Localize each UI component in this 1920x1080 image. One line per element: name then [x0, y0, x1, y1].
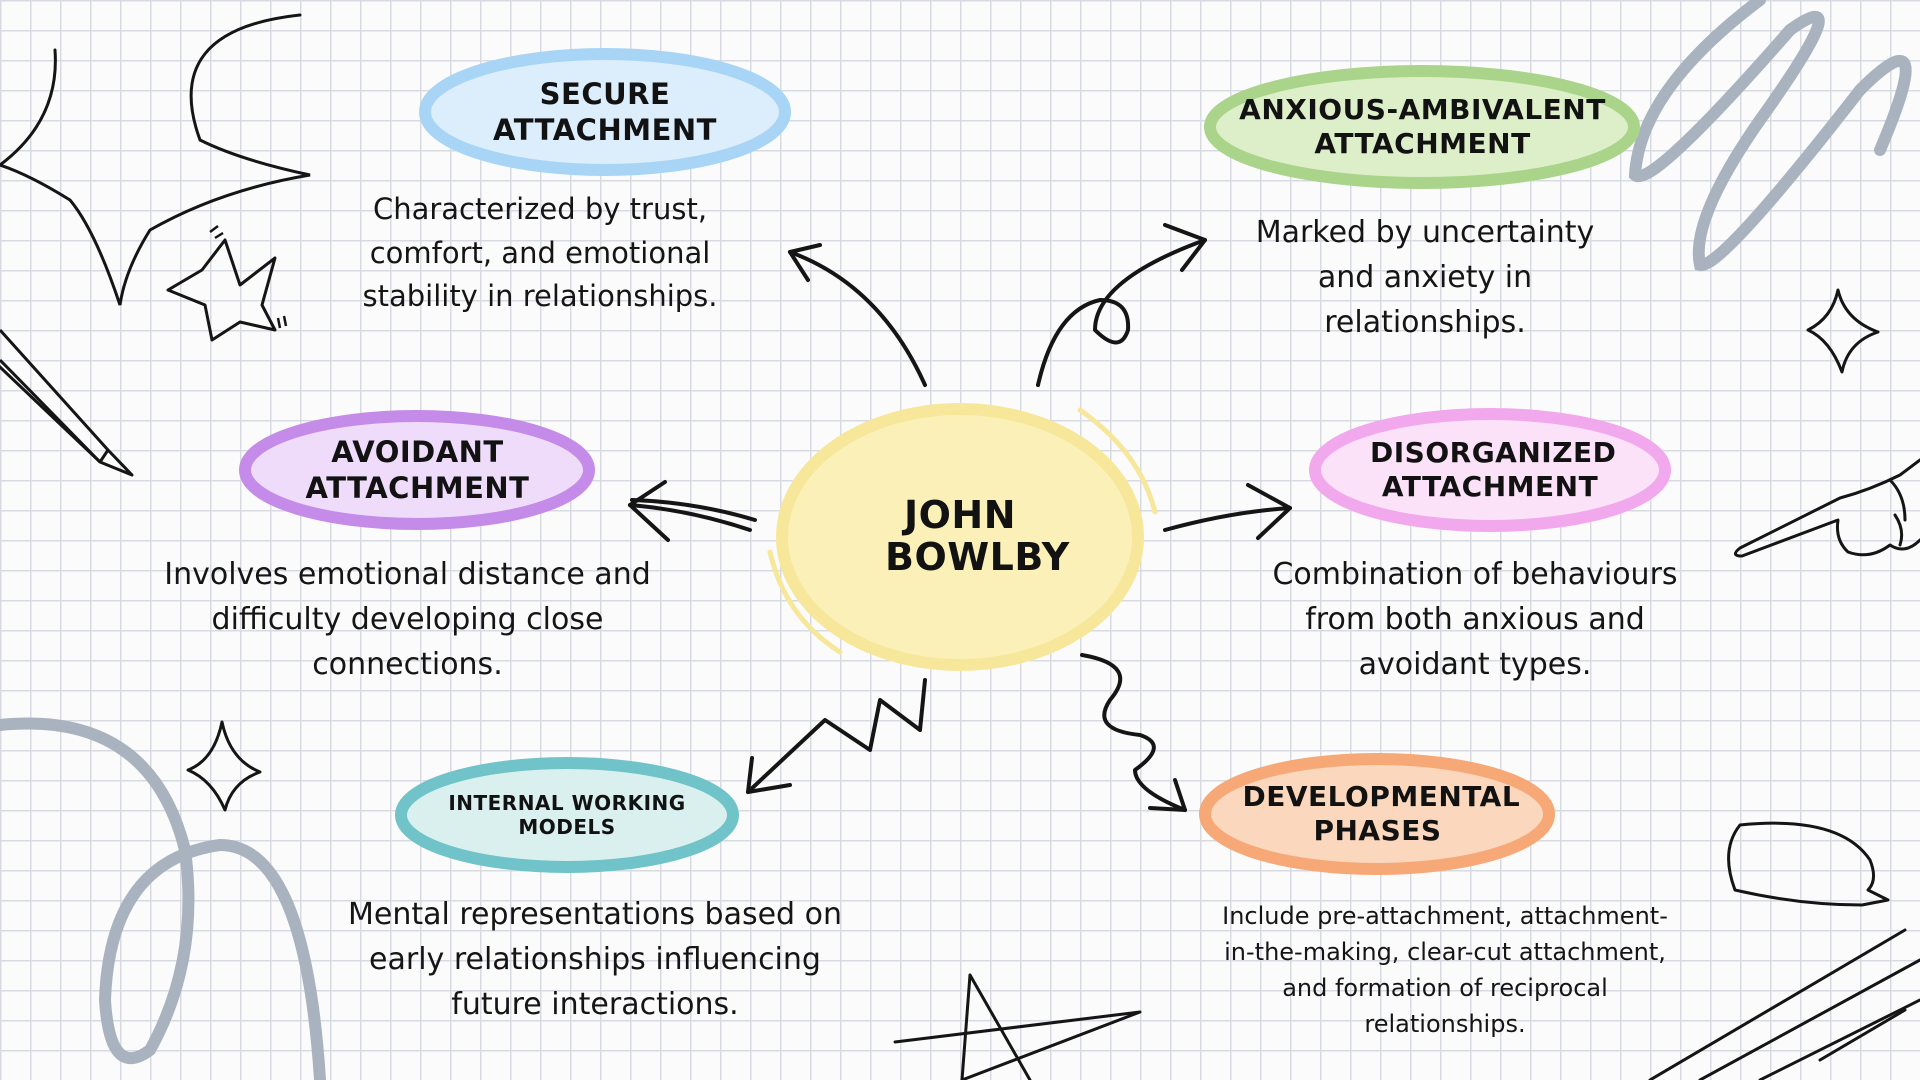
- arrow-to-avoidant: [628, 480, 757, 542]
- pointing-hand-doodle: [1734, 458, 1920, 558]
- phases-label: DEVELOPMENTAL PHASES: [1242, 779, 1521, 847]
- anxious-description: Marked by uncertainty and anxiety in rel…: [1255, 215, 1595, 340]
- bottom-star-doodle: [893, 973, 1142, 1080]
- disorganized-label: DISORGANIZED ATTACHMENT: [1370, 435, 1617, 503]
- disorganized-ellipse: [1309, 408, 1671, 532]
- node-disorganized-attachment[interactable]: DISORGANIZED ATTACHMENT: [1305, 405, 1675, 535]
- arrow-to-secure: [788, 243, 927, 387]
- avoidant-label: AVOIDANT ATTACHMENT: [305, 435, 530, 505]
- center-node[interactable]: JOHN BOWLBY: [767, 402, 1158, 672]
- star-doodle: [166, 238, 277, 342]
- arrow-to-phases: [1080, 653, 1187, 812]
- star-sparkle-lines: [209, 225, 288, 329]
- anxious-label: ANXIOUS-AMBIVALENT ATTACHMENT: [1239, 92, 1606, 160]
- speech-bubble-doodle: [1727, 821, 1890, 907]
- avoidant-description: Involves emotional distance and difficul…: [164, 557, 651, 682]
- grey-loops-bottom-left: [0, 717, 326, 1080]
- grey-scribble-top-right: [1628, 0, 1912, 272]
- secure-ellipse: [419, 48, 791, 176]
- center-circle: [767, 403, 1158, 671]
- arrow-to-disorganized: [1163, 483, 1292, 540]
- anxious-ellipse: [1204, 65, 1640, 189]
- avoidant-ellipse: [239, 410, 595, 530]
- node-internal-working-models[interactable]: INTERNAL WORKING MODELS: [392, 755, 742, 875]
- center-title: JOHN BOWLBY: [885, 493, 1070, 579]
- phases-ellipse: [1199, 753, 1555, 875]
- internal-label: INTERNAL WORKING MODELS: [448, 790, 686, 839]
- sparkle-doodle: [0, 13, 311, 306]
- node-developmental-phases[interactable]: DEVELOPMENTAL PHASES: [1195, 750, 1560, 878]
- internal-description: Mental representations based on early re…: [347, 897, 843, 1022]
- pencil-doodle: [0, 328, 134, 477]
- node-anxious-attachment[interactable]: ANXIOUS-AMBIVALENT ATTACHMENT: [1200, 62, 1645, 192]
- arrow-to-anxious: [1036, 223, 1207, 387]
- node-avoidant-attachment[interactable]: AVOIDANT ATTACHMENT: [235, 408, 600, 533]
- small-diamond-doodle: [186, 720, 262, 812]
- internal-ellipse: [395, 757, 739, 873]
- secure-description: Characterized by trust, comfort, and emo…: [362, 192, 718, 313]
- bottom-right-lines: [1648, 928, 1920, 1080]
- diamond-doodle: [1806, 288, 1880, 374]
- node-secure-attachment[interactable]: SECURE ATTACHMENT: [415, 45, 795, 180]
- disorganized-description: Combination of behaviours from both anxi…: [1272, 557, 1678, 682]
- arrow-to-internal: [746, 678, 927, 794]
- phases-description: Include pre-attachment, attachment-in-th…: [1222, 902, 1668, 1038]
- secure-label: SECURE ATTACHMENT: [493, 77, 717, 147]
